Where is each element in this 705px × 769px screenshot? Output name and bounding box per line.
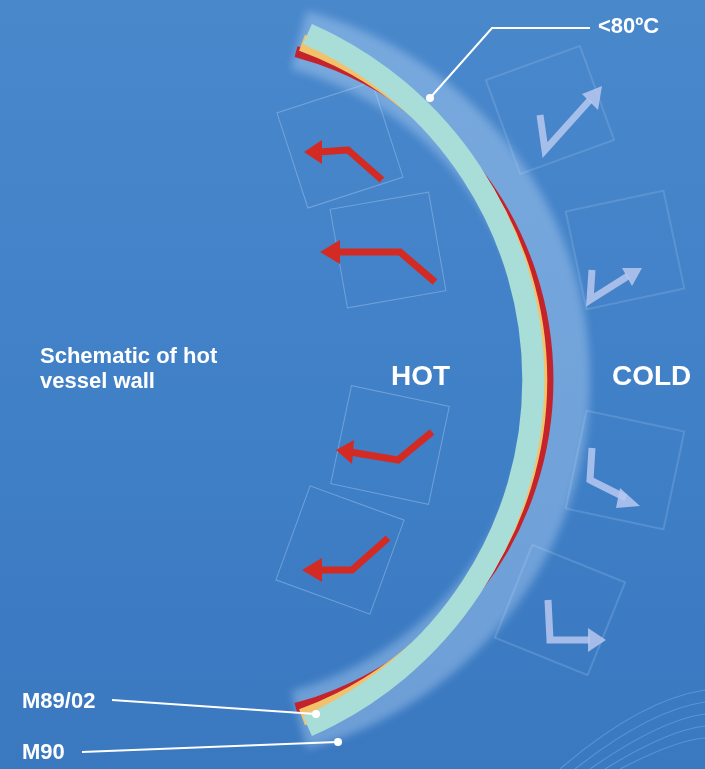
hot-side-label: HOT — [391, 360, 450, 392]
layer-label: M89/02 — [22, 688, 95, 713]
cold-side-label: COLD — [612, 360, 691, 392]
m90-layer — [308, 34, 534, 726]
decor-swirl — [560, 690, 705, 769]
wall-glow — [299, 40, 560, 720]
leader-lines — [82, 28, 590, 752]
m89-02-layer — [302, 43, 539, 717]
hot-arrowheads — [302, 140, 354, 582]
leader-dots — [312, 94, 434, 746]
diagram-title-label: Schematic of hot vessel wall — [40, 343, 270, 394]
temperature-label: <80ºC — [598, 13, 659, 38]
hot-face-layer — [296, 52, 548, 709]
layer-label: M90 — [22, 739, 65, 764]
